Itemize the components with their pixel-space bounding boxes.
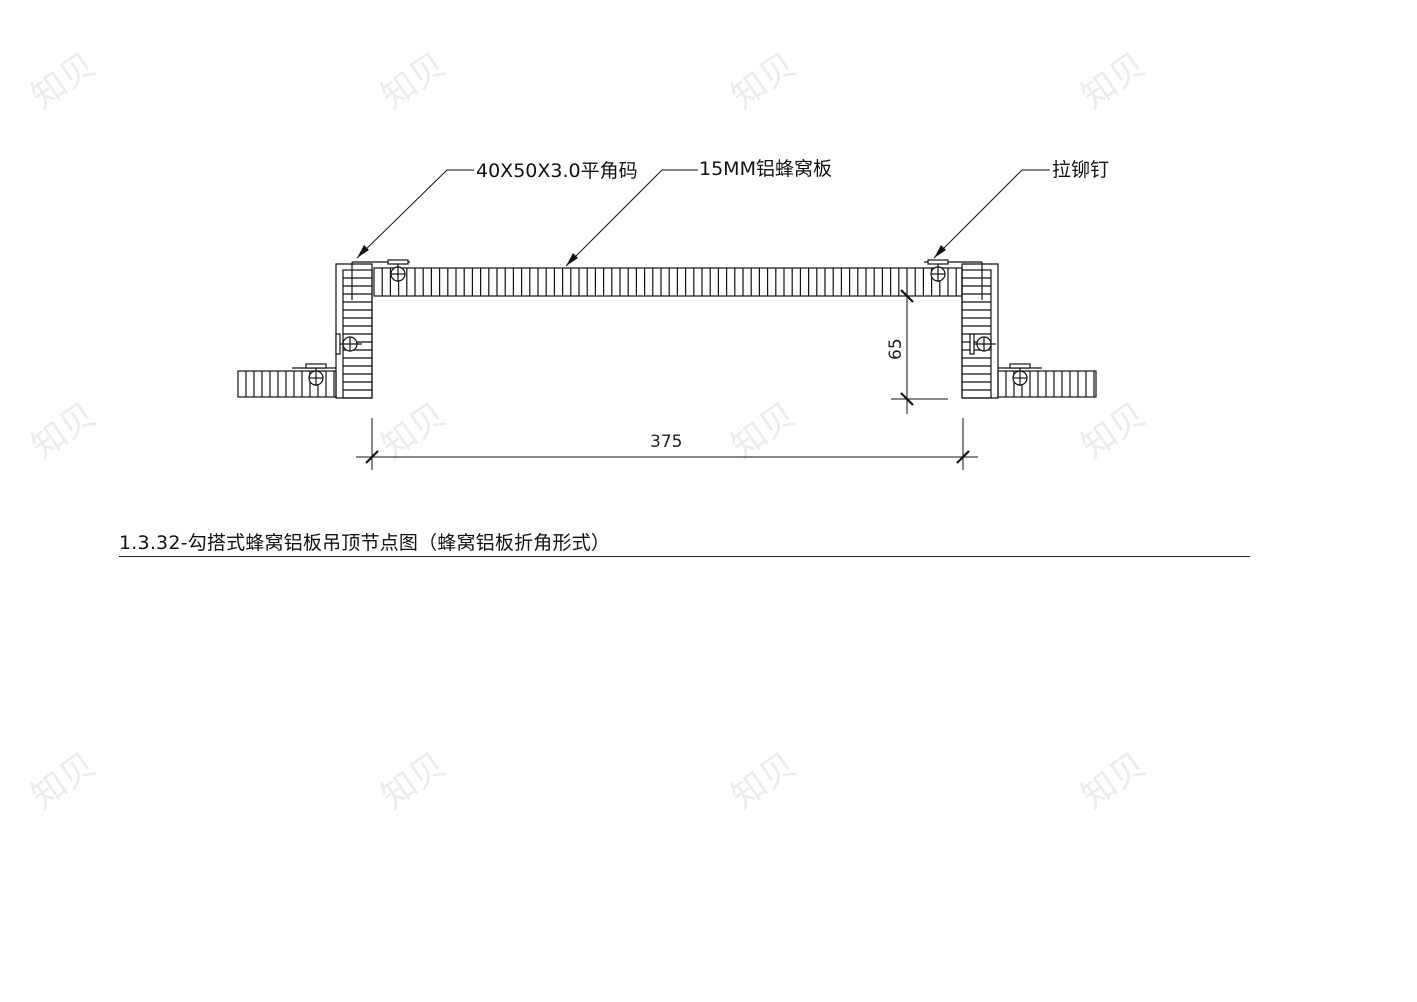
arrowhead-honeycomb-panel	[566, 253, 578, 266]
watermark-text: 知贝	[374, 745, 453, 817]
rivet-icon	[969, 333, 996, 355]
left-side-hatch	[343, 277, 372, 391]
watermark-text: 知贝	[374, 45, 453, 117]
leader-rivet	[933, 169, 1050, 259]
watermark-text: 知贝	[24, 745, 103, 817]
watermark-text: 知贝	[24, 45, 103, 117]
rivet-icon	[927, 259, 949, 282]
rivet-icon	[1009, 363, 1031, 386]
watermark-text: 知贝	[724, 745, 803, 817]
watermark-text: 知贝	[1074, 745, 1153, 817]
leader-angle-bracket	[356, 169, 474, 259]
dim-375-text: 375	[650, 432, 682, 452]
top-panel-hatch	[381, 268, 957, 296]
label-honeycomb-panel: 15MM铝蜂窝板	[699, 158, 832, 180]
label-angle-bracket: 40X50X3.0平角码	[476, 160, 638, 182]
watermark-text: 知贝	[724, 45, 803, 117]
caption-underline	[119, 556, 1250, 557]
arrowhead-rivet	[934, 245, 946, 258]
dim-65-text: 65	[886, 338, 906, 360]
watermark-text: 知贝	[724, 395, 803, 467]
rivet-icon	[387, 259, 409, 282]
watermark-text: 知贝	[24, 395, 103, 467]
watermark-text: 知贝	[374, 395, 453, 467]
right-folded-panel	[961, 263, 999, 399]
right-lower-panel-hatch	[1005, 371, 1095, 397]
dim-375-tick-left	[365, 450, 379, 464]
right-lower-panel	[997, 370, 1097, 398]
dim-65-tick-bottom	[900, 392, 914, 406]
rivet-icon	[305, 363, 327, 386]
arrowhead-angle-bracket	[357, 245, 369, 258]
left-folded-panel	[335, 263, 373, 399]
right-side-hatch	[962, 277, 991, 391]
dim-375-tick-right	[956, 450, 970, 464]
leader-honeycomb-panel	[565, 169, 698, 267]
label-rivet: 拉铆钉	[1052, 159, 1109, 181]
watermark-text: 知贝	[1074, 45, 1153, 117]
dim-65-tick-top	[900, 289, 914, 303]
watermark-text: 知贝	[1074, 395, 1153, 467]
figure-caption: 1.3.32-勾搭式蜂窝铝板吊顶节点图（蜂窝铝板折角形式）	[119, 532, 611, 554]
rivet-icon	[335, 333, 362, 355]
